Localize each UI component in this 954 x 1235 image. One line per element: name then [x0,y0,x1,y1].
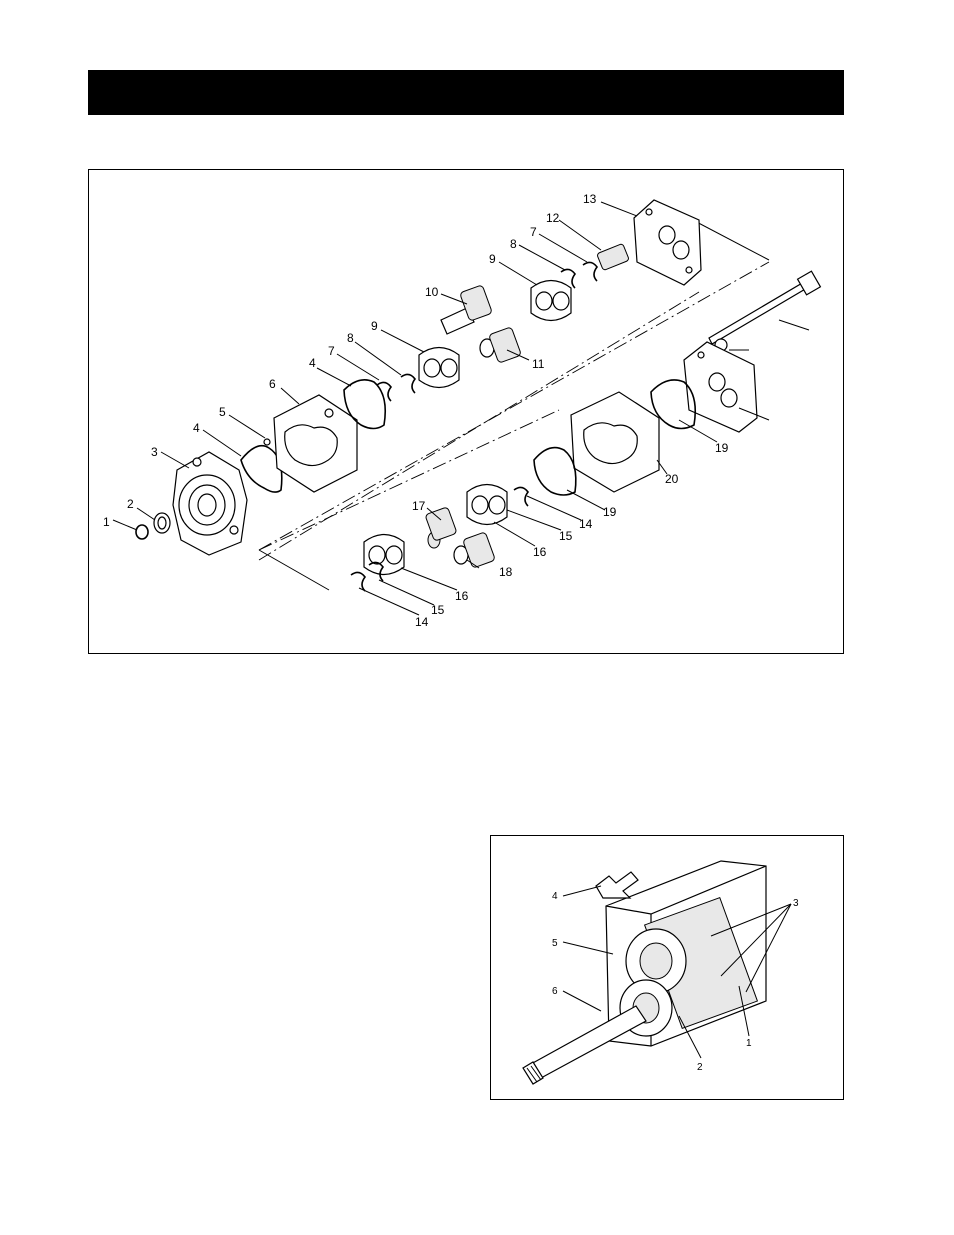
callout-14-lower: 14 [415,615,429,629]
callout-19-front: 19 [603,505,617,519]
callout-2: 2 [127,497,134,511]
part-gear-17 [425,507,457,549]
part-housing-seal-rear [343,379,387,430]
part-rear-cover-plate [683,341,758,433]
callout-3: 3 [151,445,158,459]
part-wire-seal-b [560,268,577,289]
callout-9-front: 9 [371,319,378,333]
exploded-callouts: 1 2 3 4 5 6 4 7 8 9 10 11 9 8 7 12 13 19… [103,192,729,629]
callout-18: 18 [499,565,513,579]
callout-1: 1 [103,515,110,529]
cutaway-leader-lines [562,885,792,1059]
exploded-view-drawing: 1 2 3 4 5 6 4 7 8 9 10 11 9 8 7 12 13 19… [103,192,822,629]
cutaway-callout-6: 6 [552,986,558,997]
flow-arrow-icon [595,871,639,899]
leader-lower-left [258,549,330,591]
leader-lines [112,201,810,616]
part-wire-seal-d [368,561,385,582]
callout-20: 20 [665,472,679,486]
part-mounting-flange [172,451,248,556]
callout-7-front: 7 [328,344,335,358]
part-rear-housing-seal [533,446,577,496]
part-gear-18 [453,532,495,568]
part-bushing-block-d [363,533,405,576]
callout-19-rear: 19 [715,441,729,455]
drive-shaft [522,1005,647,1085]
part-bushing-block-a [418,346,460,389]
part-bushing-block-b [530,279,572,322]
callout-10: 10 [425,285,439,299]
cutaway-callout-4: 4 [552,891,558,902]
part-backup-ring-d [350,571,367,592]
cutaway-view-drawing: 4 5 6 3 1 2 [522,860,799,1085]
part-driven-gear [479,327,521,363]
cutaway-callout-1: 1 [746,1038,752,1049]
callout-17: 17 [412,499,426,513]
part-wire-seal-c [513,486,530,507]
cutaway-callout-5: 5 [552,938,558,949]
part-rear-seal [650,379,697,430]
part-wire-seal-a [376,381,393,402]
callout-8-rear: 8 [510,237,517,251]
callout-6: 6 [269,377,276,391]
callout-11: 11 [532,357,545,371]
part-gear-housing-rear [570,391,660,493]
cutaway-callout-3: 3 [793,898,799,909]
part-gear-housing-front [273,394,358,493]
callout-8-front: 8 [347,331,354,345]
cutaway-callouts: 4 5 6 3 1 2 [552,891,799,1073]
exploded-view-figure: 1 2 3 4 5 6 4 7 8 9 10 11 9 8 7 12 13 19… [88,169,844,654]
cutaway-callout-2: 2 [697,1062,703,1073]
part-bearing-plate [633,199,702,286]
part-drive-gear-shaft [440,285,492,335]
upper-center-line-2 [258,261,770,551]
callout-4-rear: 4 [309,356,316,370]
callout-4-front: 4 [193,421,200,435]
callout-12: 12 [546,211,560,225]
part-snap-ring [135,524,149,540]
callout-15-lower: 15 [431,603,445,617]
callout-16-upper: 16 [533,545,547,559]
callout-15-upper: 15 [559,529,573,543]
callout-5: 5 [219,405,226,419]
part-shaft-seal [153,512,171,534]
cutaway-view-figure: 4 5 6 3 1 2 [490,835,844,1100]
part-bushing-block-c [466,483,508,526]
part-backup-ring-b [582,261,599,282]
lower-center-line [258,409,560,551]
part-backup-ring-a [400,373,417,394]
part-coupling [597,243,629,271]
callout-14-upper: 14 [579,517,593,531]
part-housing-seal-front [240,444,283,493]
part-through-bolt [708,270,822,352]
part-dowel-pin [263,438,271,446]
callout-7-rear: 7 [530,225,537,239]
callout-9-rear: 9 [489,252,496,266]
leader-rear-upper [688,217,770,261]
pump-housing-cutaway [605,860,767,1047]
callout-16-lower: 16 [455,589,469,603]
callout-13: 13 [583,192,597,206]
header-bar [88,70,844,115]
